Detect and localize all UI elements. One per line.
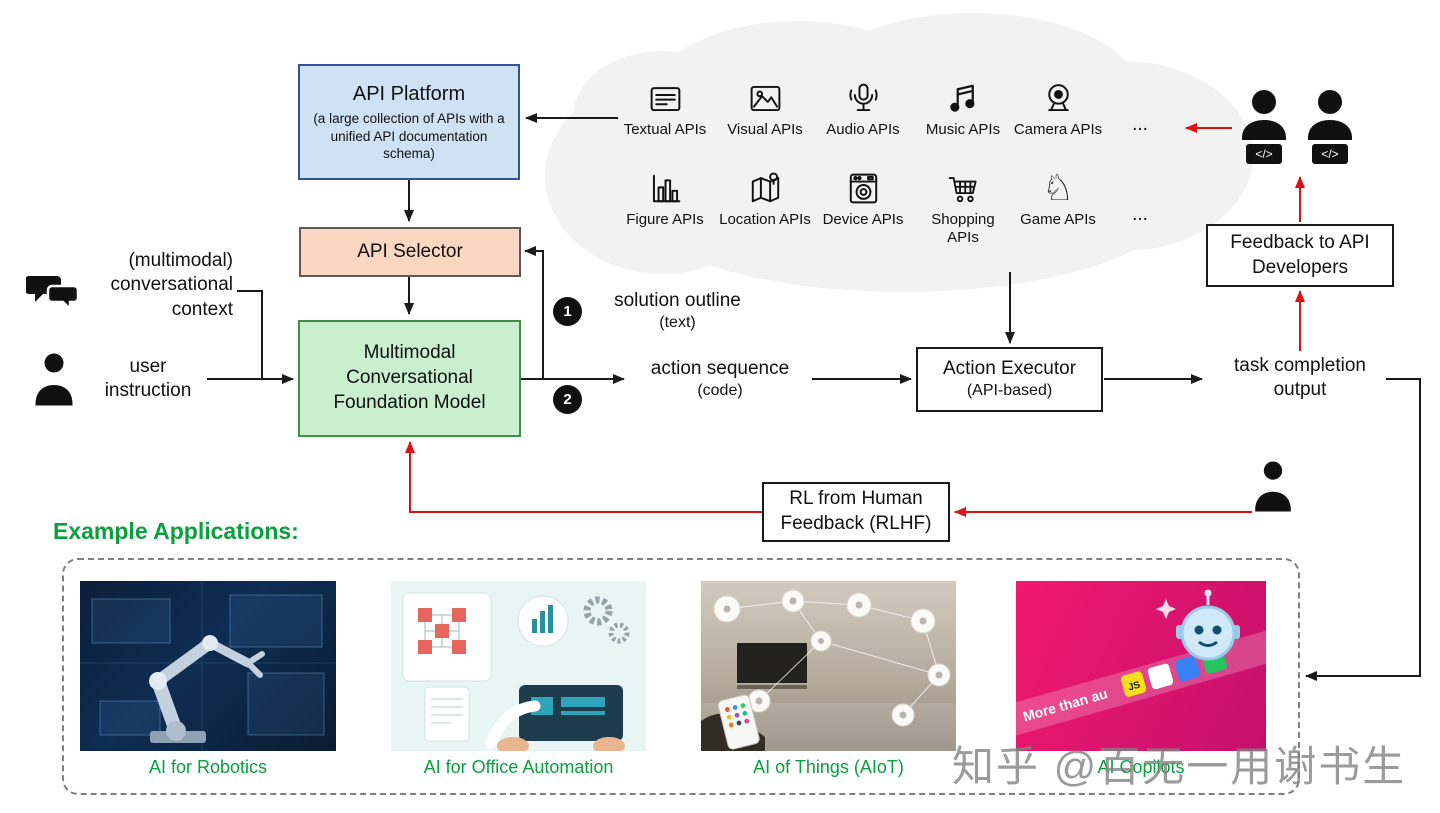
api-label: Camera APIs [1013, 121, 1103, 138]
visual-apis-icon [719, 78, 811, 118]
api-item-audio: Audio APIs [817, 78, 909, 139]
examples-heading: Example Applications: [53, 518, 299, 544]
feedback-to-api-developers-box: Feedback to API Developers [1206, 224, 1394, 287]
api-item-music: Music APIs [917, 78, 1009, 139]
api-item-visual: Visual APIs [719, 78, 811, 139]
api-label: Game APIs [1020, 211, 1096, 228]
step2-label: action sequence (code) [630, 357, 810, 402]
rlhf-box: RL from Human Feedback (RLHF) [762, 482, 950, 542]
foundation-model-label: Multimodal Conversational Foundation Mod… [333, 342, 486, 413]
caption-robotics: AI for Robotics [148, 757, 268, 777]
copilots-image: More than au JS [1016, 581, 1266, 751]
user-icon [34, 352, 74, 411]
step1-label: solution outline (text) [585, 289, 770, 334]
step2-badge: 2 [553, 385, 582, 414]
api-label: Figure APIs [626, 211, 704, 228]
api-platform-subtitle: (a large collection of APIs with a unifi… [313, 111, 505, 162]
action-executor-subtitle: (API-based) [966, 382, 1053, 400]
caption-office-automation: AI for Office Automation [423, 757, 614, 777]
chat-bubbles-icon [25, 270, 82, 319]
caption-aiot: AI of Things (AIoT) [753, 757, 904, 777]
api-ellipsis-row1: ... [1132, 114, 1148, 135]
developer-icon-2: </> [1302, 86, 1358, 175]
action-executor-title: Action Executor [942, 357, 1077, 379]
device-apis-icon [817, 168, 909, 208]
instruction-label: user instruction [104, 356, 192, 402]
step2-title: action sequence [650, 358, 790, 379]
api-ellipsis-row2: ... [1132, 204, 1148, 225]
step1-sub: (text) [659, 314, 696, 332]
api-item-device: Device APIs [817, 168, 909, 229]
context-label: (multimodal) conversational context [110, 250, 233, 320]
api-label: Location APIs [719, 211, 811, 228]
game-apis-icon: ♘ [1041, 167, 1075, 208]
developer-icon-1: </> [1236, 86, 1292, 175]
shopping-apis-icon [917, 168, 1009, 208]
examples-dashed-box [62, 558, 1300, 795]
robotics-image [80, 581, 336, 751]
api-item-shopping: Shopping APIs [917, 168, 1009, 248]
figure-apis-icon [619, 168, 711, 208]
api-label: Music APIs [925, 121, 1001, 138]
api-item-textual: Textual APIs [619, 78, 711, 139]
api-item-game: ♘ Game APIs [1012, 168, 1104, 229]
feedback-box-label: Feedback to API Developers [1230, 231, 1370, 278]
feedback-user-icon [1251, 460, 1295, 517]
rlhf-box-label: RL from Human Feedback (RLHF) [780, 488, 932, 534]
dev-code-badge: </> [1255, 147, 1272, 161]
js-square-label: JS [1127, 680, 1142, 694]
audio-apis-icon [817, 78, 909, 118]
location-apis-icon [719, 168, 811, 208]
api-label: Device APIs [822, 211, 904, 228]
office-automation-image [391, 581, 646, 751]
action-executor-box: Action Executor (API-based) [916, 347, 1103, 412]
api-label: Textual APIs [623, 121, 707, 138]
copilot-robot-head [1176, 589, 1240, 661]
api-platform-box: API Platform (a large collection of APIs… [298, 64, 520, 180]
camera-apis-icon [1012, 78, 1104, 118]
aiot-image [701, 581, 956, 751]
api-item-camera: Camera APIs [1012, 78, 1104, 139]
api-item-figure: Figure APIs [619, 168, 711, 229]
dev-code-badge: </> [1321, 147, 1338, 161]
step1-badge: 1 [553, 297, 582, 326]
music-apis-icon [917, 78, 1009, 118]
foundation-model-box: Multimodal Conversational Foundation Mod… [298, 320, 521, 437]
api-cloud [545, 13, 1253, 292]
api-selector-label: API Selector [357, 240, 463, 262]
api-label: Shopping APIs [931, 211, 995, 247]
watermark: 知乎 @百无一用谢书生 [952, 743, 1407, 790]
step2-sub: (code) [697, 382, 743, 400]
api-item-location: Location APIs [719, 168, 811, 229]
task-completion-label: task completion output [1233, 355, 1366, 401]
api-label: Visual APIs [727, 121, 803, 138]
api-platform-title: API Platform [352, 83, 466, 106]
step1-title: solution outline [614, 290, 741, 311]
caption-copilots: AI Copilots [1097, 757, 1185, 777]
api-label: Audio APIs [826, 121, 900, 138]
api-selector-box: API Selector [299, 227, 521, 277]
textual-apis-icon [619, 78, 711, 118]
